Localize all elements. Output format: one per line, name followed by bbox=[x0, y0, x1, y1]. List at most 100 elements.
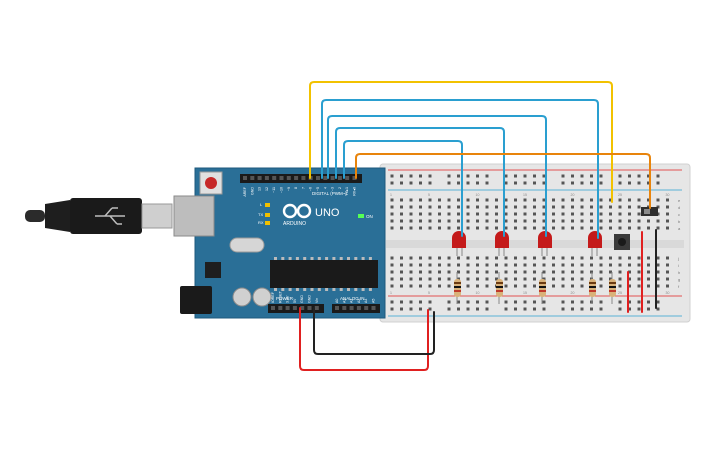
rail-hole bbox=[504, 300, 508, 304]
breadboard-hole bbox=[609, 226, 612, 230]
chip-pin bbox=[339, 288, 343, 291]
rail-hole bbox=[466, 300, 470, 304]
breadboard-hole bbox=[476, 205, 479, 209]
breadboard-hole bbox=[419, 256, 422, 260]
usb-b-port bbox=[173, 195, 215, 237]
rail-hole bbox=[514, 181, 517, 185]
breadboard-hole bbox=[495, 205, 498, 209]
breadboard-hole bbox=[495, 270, 498, 274]
breadboard-hole bbox=[580, 205, 584, 209]
breadboard-hole bbox=[466, 198, 470, 202]
analog-header bbox=[332, 304, 380, 313]
chip-pin bbox=[274, 288, 277, 291]
rail-hole bbox=[628, 307, 631, 311]
pushbutton-cap bbox=[618, 238, 626, 246]
breadboard-hole bbox=[552, 263, 555, 267]
breadboard-hole bbox=[637, 284, 641, 288]
resistor-2 bbox=[496, 272, 503, 304]
breadboard-hole bbox=[514, 198, 517, 202]
rail-hole bbox=[400, 307, 403, 311]
rail-hole bbox=[409, 300, 413, 304]
breadboard-hole bbox=[580, 270, 584, 274]
breadboard-hole bbox=[457, 198, 460, 202]
breadboard-hole bbox=[409, 256, 413, 260]
atmega-chip bbox=[270, 260, 378, 288]
breadboard-hole bbox=[485, 219, 489, 223]
rail-hole bbox=[400, 300, 403, 304]
breadboard-hole bbox=[438, 212, 441, 216]
breadboard-hole bbox=[637, 263, 641, 267]
rail-hole bbox=[561, 300, 565, 304]
breadboard-hole bbox=[514, 263, 517, 267]
breadboard-hole bbox=[628, 212, 631, 216]
breadboard-hole bbox=[514, 256, 517, 260]
breadboard-hole bbox=[561, 284, 565, 288]
breadboard-hole bbox=[533, 263, 536, 267]
breadboard-hole bbox=[466, 256, 470, 260]
breadboard-hole bbox=[504, 205, 508, 209]
rail-hole bbox=[485, 300, 489, 304]
breadboard-hole bbox=[495, 212, 498, 216]
rail-hole bbox=[419, 174, 422, 178]
rail-hole bbox=[409, 174, 413, 178]
chip-pin bbox=[354, 288, 358, 291]
header-hole bbox=[243, 176, 247, 180]
breadboard-hole bbox=[609, 198, 612, 202]
slide-switch-knob bbox=[644, 209, 650, 214]
rail-hole bbox=[637, 181, 641, 185]
rail-hole bbox=[485, 181, 489, 185]
breadboard-hole bbox=[504, 263, 508, 267]
usb-plug-metal bbox=[141, 203, 173, 229]
rail-hole bbox=[428, 307, 432, 311]
breadboard-hole bbox=[656, 256, 660, 260]
rail-hole bbox=[590, 181, 593, 185]
breadboard-hole bbox=[590, 256, 593, 260]
breadboard-hole bbox=[552, 270, 555, 274]
breadboard-hole bbox=[447, 270, 451, 274]
breadboard-hole bbox=[523, 198, 527, 202]
header-hole bbox=[272, 176, 277, 180]
dc-power-jack bbox=[180, 286, 212, 314]
breadboard-hole bbox=[647, 270, 650, 274]
header-hole bbox=[278, 306, 283, 310]
breadboard-hole bbox=[628, 256, 631, 260]
rail-hole bbox=[637, 307, 641, 311]
rail-hole bbox=[628, 300, 631, 304]
breadboard-hole bbox=[447, 226, 451, 230]
breadboard-hole bbox=[599, 226, 603, 230]
header-hole bbox=[250, 176, 255, 180]
header-hole bbox=[294, 176, 299, 180]
rail-hole bbox=[447, 300, 451, 304]
breadboard-hole bbox=[447, 284, 451, 288]
pin-label: IOREF bbox=[271, 291, 275, 303]
breadboard-hole bbox=[552, 284, 555, 288]
chip-pin bbox=[281, 257, 285, 260]
breadboard-hole bbox=[409, 263, 413, 267]
breadboard-hole bbox=[523, 284, 527, 288]
row-letter: f bbox=[678, 284, 680, 289]
rail-hole bbox=[542, 174, 546, 178]
resistor-4 bbox=[589, 272, 596, 304]
breadboard-hole bbox=[637, 226, 641, 230]
rail-hole bbox=[618, 307, 622, 311]
breadboard-hole bbox=[457, 263, 460, 267]
breadboard-hole bbox=[590, 226, 593, 230]
led-3 bbox=[538, 231, 552, 256]
breadboard-hole bbox=[476, 256, 479, 260]
rail-hole bbox=[504, 174, 508, 178]
rail-hole bbox=[590, 174, 593, 178]
breadboard-hole bbox=[400, 263, 403, 267]
breadboard-hole bbox=[618, 270, 622, 274]
breadboard-hole bbox=[428, 198, 432, 202]
column-number: 20 bbox=[571, 291, 575, 295]
breadboard-hole bbox=[409, 226, 413, 230]
on-led-label: ON bbox=[366, 214, 373, 219]
breadboard-hole bbox=[409, 284, 413, 288]
header-hole bbox=[286, 176, 291, 180]
rail-hole bbox=[457, 181, 460, 185]
usb-cable-tail bbox=[25, 210, 45, 222]
breadboard-hole bbox=[457, 277, 460, 281]
breadboard-hole bbox=[419, 270, 422, 274]
chip-pin bbox=[361, 288, 365, 291]
breadboard-hole bbox=[542, 263, 546, 267]
